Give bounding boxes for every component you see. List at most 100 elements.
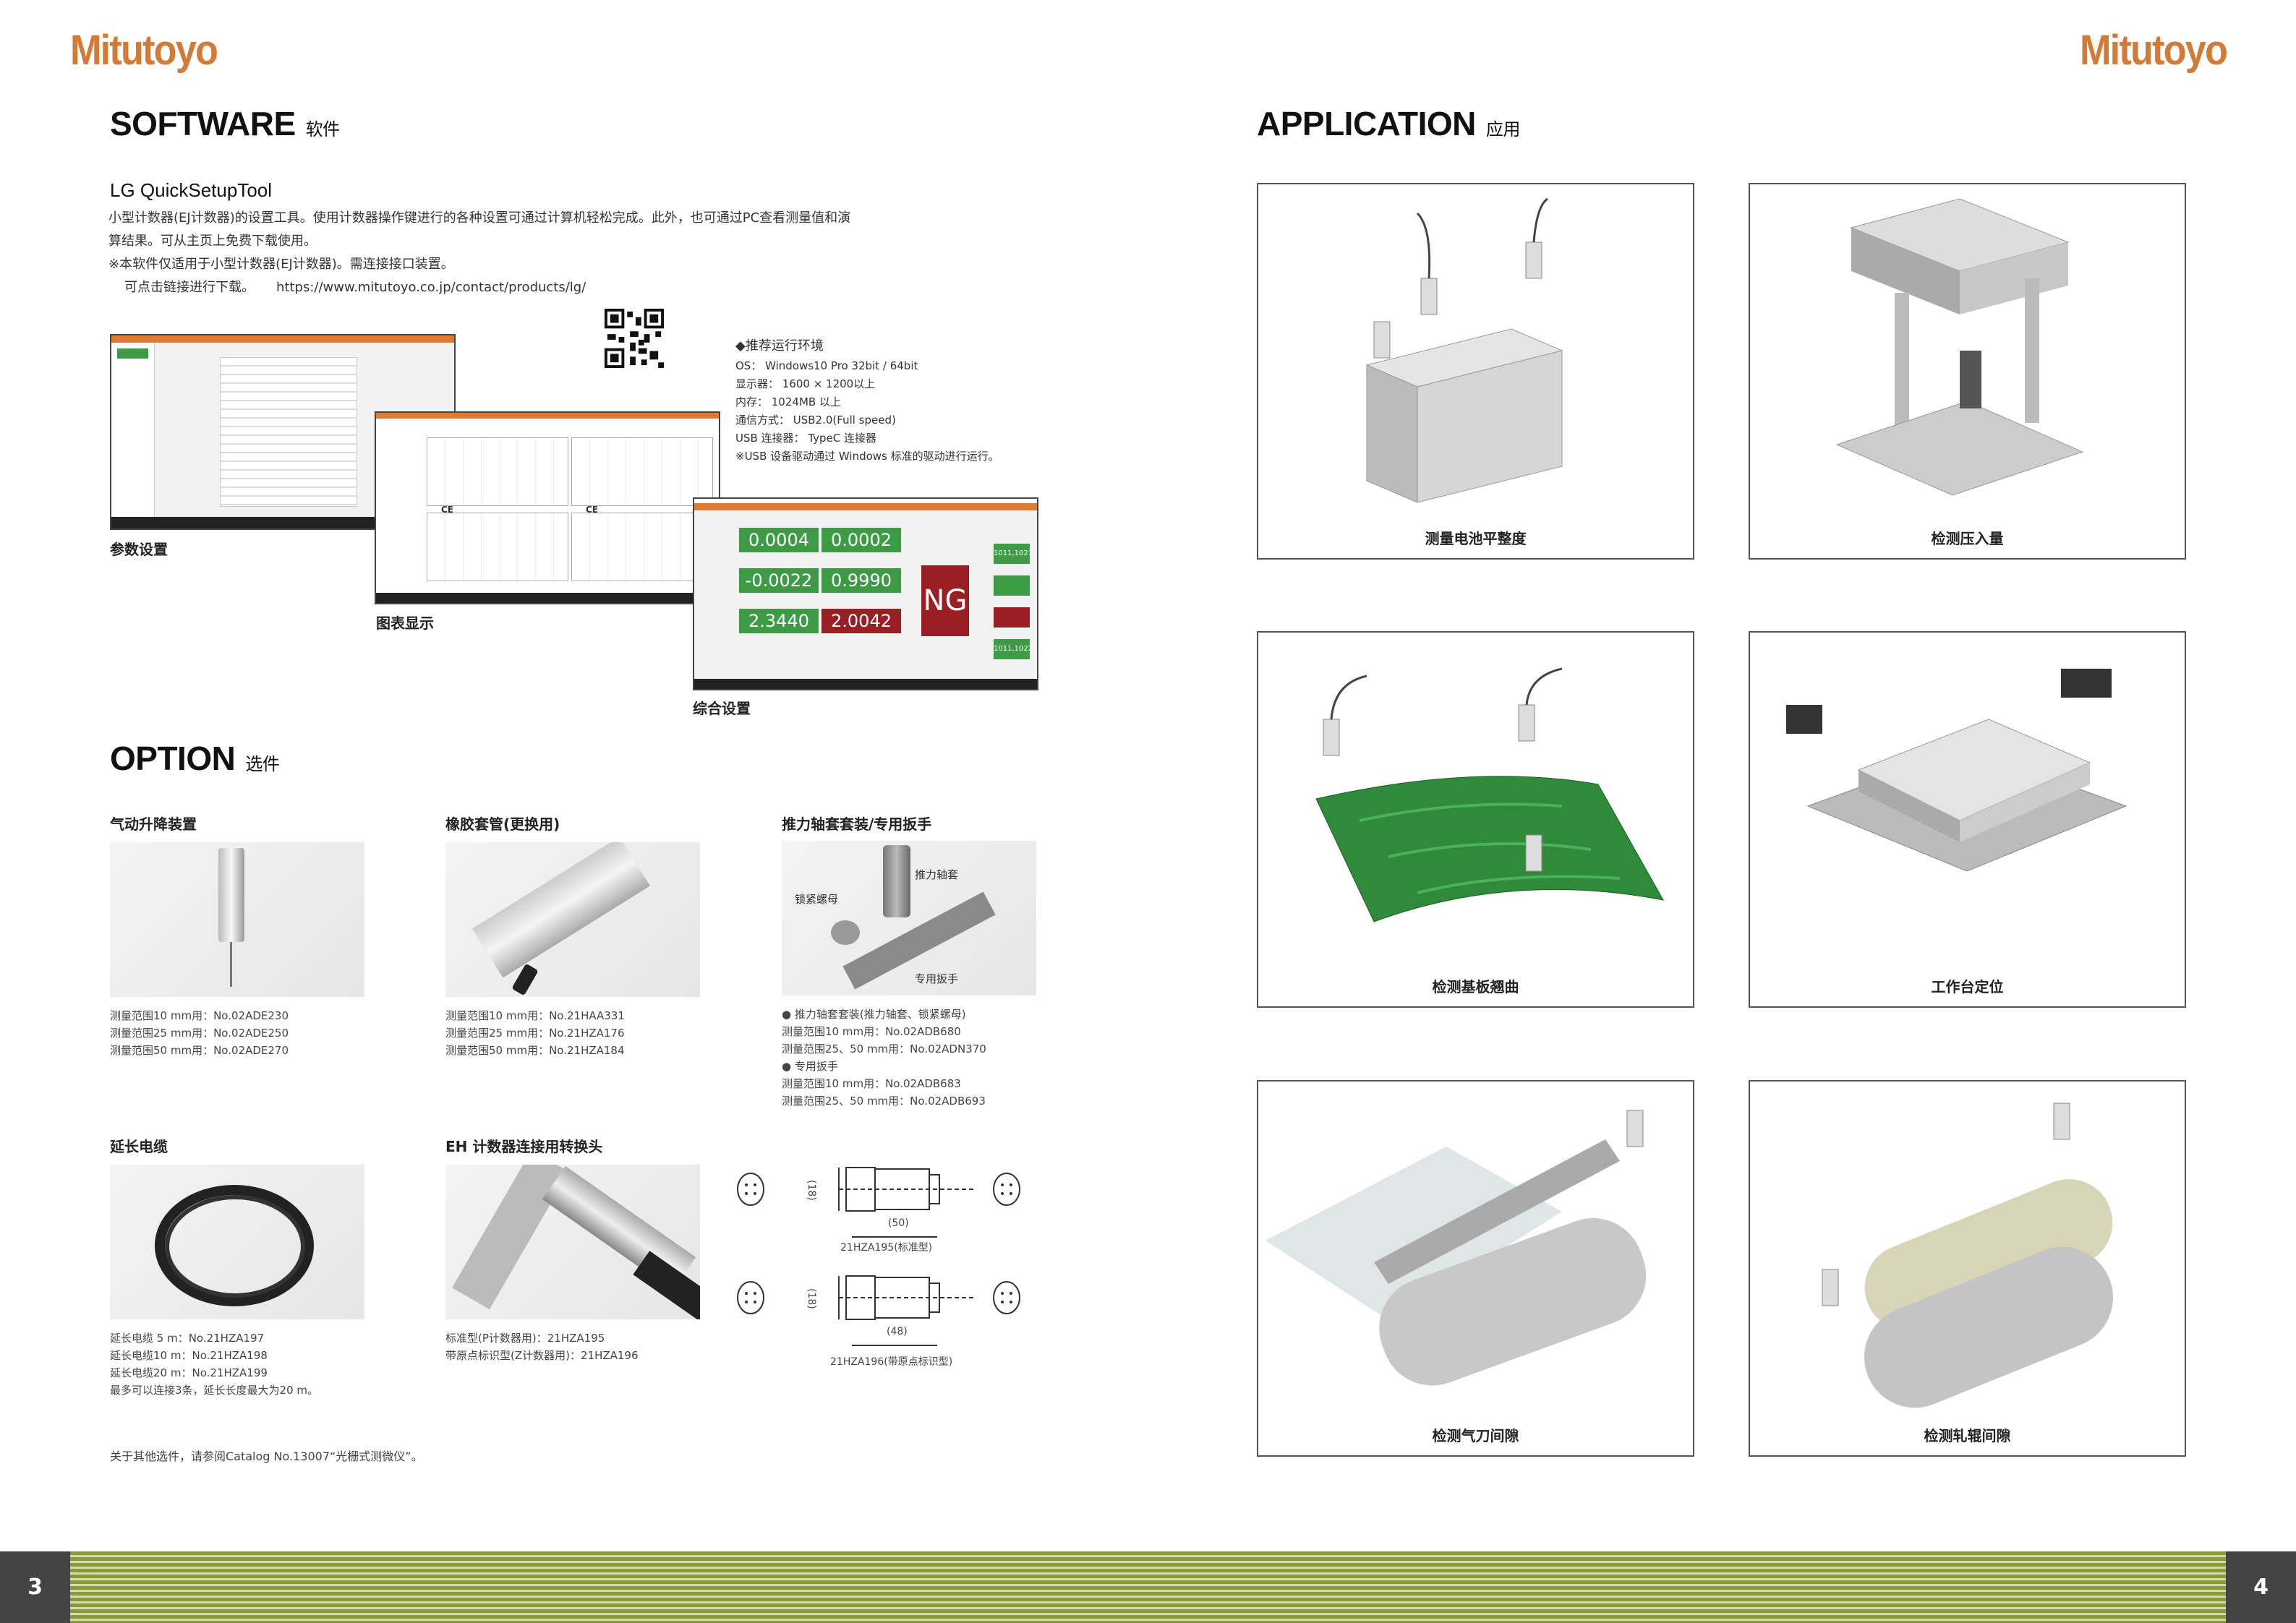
spec-line: 测量范围10 mm用：No.21HAA331 [445, 1009, 625, 1022]
drawing-caption: 21HZA196(带原点标识型) [830, 1356, 953, 1368]
stem-bush-kit-image: 推力轴套 锁紧螺母 专用扳手 [782, 841, 1036, 995]
measurement-value: 0.9990 [821, 568, 901, 593]
screenshot-parameter-settings [110, 334, 456, 530]
adapter-drawings [737, 1167, 1020, 1346]
roll-illustration [1822, 1102, 2113, 1408]
footer-stripe-bar [0, 1551, 2296, 1623]
spec-line: 测量范围50 mm用：No.02ADE270 [110, 1044, 289, 1057]
desc-line: 算结果。可从主页上免费下载使用。 [108, 234, 317, 249]
label-spanner: 专用扳手 [915, 972, 959, 985]
battery-illustration [1365, 197, 1563, 503]
mitutoyo-logo-right: Mitutoyo [2080, 27, 2228, 74]
eh-adapter-image [445, 1165, 700, 1319]
app-card-roll-gap: 检测轧辊间隙 [1749, 1080, 2186, 1457]
spec-line: 测量范围10 mm用：No.02ADB683 [782, 1077, 961, 1090]
measurement-value: 0.0004 [739, 528, 819, 552]
download-link[interactable]: https://www.mitutoyo.co.jp/contact/produ… [276, 280, 586, 295]
env-line: ※USB 设备驱动通过 Windows 标准的驱动进行运行。 [735, 450, 999, 463]
spec-line: 带原点标识型(Z计数器用)：21HZA196 [445, 1349, 639, 1362]
caption-overall-settings: 综合设置 [693, 700, 751, 717]
mitutoyo-logo-left: Mitutoyo [70, 27, 218, 74]
spec-line: 测量范围10 mm用：No.02ADE230 [110, 1009, 289, 1022]
air-knife-illustration [1266, 1110, 1647, 1386]
ce-button: CE [441, 505, 454, 515]
spec-line: 测量范围25、50 mm用：No.02ADN370 [782, 1042, 986, 1055]
app-card-label: 工作台定位 [1931, 978, 2004, 995]
spec-line: 延长电缆 5 m：No.21HZA197 [110, 1332, 265, 1345]
side-value: 1011,1021 [994, 544, 1033, 564]
spec-line: ● 推力轴套套装(推力轴套、锁紧螺母) [782, 1008, 966, 1021]
caption-parameter-settings: 参数设置 [110, 541, 168, 558]
spec-line: ● 专用扳手 [782, 1060, 838, 1073]
extension-cable-image [110, 1165, 364, 1319]
app-card-label: 检测压入量 [1931, 530, 2004, 547]
desc-line: ※本软件仅适用于小型计数器(EJ计数器)。需连接接口装置。 [108, 257, 454, 272]
env-line: 内存： 1024MB 以上 [735, 395, 841, 408]
software-heading: SOFTWARE 软件 [110, 104, 340, 143]
env-line: 显示器： 1600 × 1200以上 [735, 377, 876, 390]
download-text: 可点击链接进行下载。 [124, 280, 255, 295]
app-card-air-knife-gap: 检测气刀间隙 [1257, 1080, 1694, 1457]
app-card-label: 检测基板翘曲 [1432, 978, 1519, 995]
pcb-illustration [1315, 667, 1664, 922]
software-title-cn: 软件 [305, 120, 341, 140]
option-title-cn: 选件 [245, 755, 280, 774]
spec-line: 延长电缆10 m：No.21HZA198 [110, 1349, 268, 1362]
dimension-height: (18) [806, 1180, 817, 1201]
measurement-value: 2.3440 [739, 609, 819, 633]
option-title: 延长电缆 [110, 1138, 168, 1155]
caption-chart-display: 图表显示 [376, 614, 434, 632]
app-card-label: 检测气刀间隙 [1432, 1427, 1519, 1444]
drawing-caption: 21HZA195(标准型) [840, 1242, 933, 1254]
option-title: 推力轴套套装/专用扳手 [782, 815, 932, 833]
dimension-height: (18) [806, 1288, 817, 1309]
option-title: 气动升降装置 [110, 815, 197, 833]
page-number-right: 4 [2226, 1551, 2296, 1623]
software-description: 小型计数器(EJ计数器)的设置工具。使用计数器操作键进行的各种设置可通过计算机轻… [108, 207, 904, 299]
measurement-value-ng: 2.0042 [821, 609, 901, 633]
app-card-label: 检测轧辊间隙 [1924, 1427, 2011, 1444]
software-title: SOFTWARE [110, 105, 296, 142]
app-card-stage-positioning: 工作台定位 [1749, 631, 2186, 1008]
measurement-value: 0.0002 [821, 528, 901, 552]
measurement-value: -0.0022 [739, 568, 819, 593]
ng-indicator: NG [921, 565, 969, 636]
dimension-width: (50) [888, 1217, 909, 1229]
env-title: ◆推荐运行环境 [735, 338, 824, 354]
application-title: APPLICATION [1257, 105, 1476, 142]
qr-code-icon[interactable] [605, 309, 664, 368]
recommended-environment: ◆推荐运行环境 OS： Windows10 Pro 32bit / 64bit … [735, 335, 999, 466]
ce-button: CE [586, 505, 599, 515]
application-heading: APPLICATION 应用 [1257, 104, 1520, 143]
app-card-battery-flatness: 测量电池平整度 [1257, 183, 1694, 560]
stage-illustration [1786, 669, 2128, 872]
spec-line: 测量范围25 mm用：No.21HZA176 [445, 1027, 625, 1040]
spec-line: 测量范围25 mm用：No.02ADE250 [110, 1027, 289, 1040]
option-item-rubber-boot: 橡胶套管(更换用) 测量范围10 mm用：No.21HAA331 测量范围25 … [445, 813, 700, 1059]
env-line: USB 连接器： TypeC 连接器 [735, 432, 877, 445]
spec-line: 测量范围10 mm用：No.02ADB680 [782, 1025, 961, 1038]
option-item-pneumatic-lifter: 气动升降装置 测量范围10 mm用：No.02ADE230 测量范围25 mm用… [110, 813, 364, 1059]
spec-line: 最多可以连接3条，延长长度最大为20 m。 [110, 1384, 319, 1397]
application-title-cn: 应用 [1485, 120, 1521, 140]
env-line: 通信方式： USB2.0(Full speed) [735, 414, 896, 427]
app-card-press-fit: 检测压入量 [1749, 183, 2186, 560]
product-name: LG QuickSetupTool [110, 179, 273, 201]
desc-line: 小型计数器(EJ计数器)的设置工具。使用计数器操作键进行的各种设置可通过计算机轻… [108, 210, 851, 226]
option-item-extension-cable: 延长电缆 延长电缆 5 m：No.21HZA197 延长电缆10 m：No.21… [110, 1135, 364, 1399]
label-lock-nut: 锁紧螺母 [795, 893, 839, 906]
app-card-board-warpage: 检测基板翘曲 [1257, 631, 1694, 1008]
option-title: 橡胶套管(更换用) [445, 815, 560, 833]
screenshot-overall-settings: 0.0004 0.0002 -0.0022 0.9990 2.3440 2.00… [693, 497, 1038, 690]
page-number-left: 3 [0, 1551, 70, 1623]
side-value: 1011,1022 [994, 639, 1033, 659]
screenshot-chart-display: CE CE [375, 411, 720, 604]
spec-line: 测量范围50 mm用：No.21HZA184 [445, 1044, 625, 1057]
other-options-note: 关于其他选件，请参阅Catalog No.13007“光栅式测微仪”。 [110, 1449, 423, 1463]
option-title: OPTION [110, 740, 236, 777]
rubber-boot-image [445, 842, 700, 997]
app-card-label: 测量电池平整度 [1425, 530, 1527, 547]
pneumatic-lifter-image [110, 842, 364, 997]
label-stem-bush: 推力轴套 [915, 868, 959, 881]
option-item-stem-bush-kit: 推力轴套套装/专用扳手 推力轴套 锁紧螺母 专用扳手 ● 推力轴套套装(推力轴套… [782, 813, 1036, 1110]
